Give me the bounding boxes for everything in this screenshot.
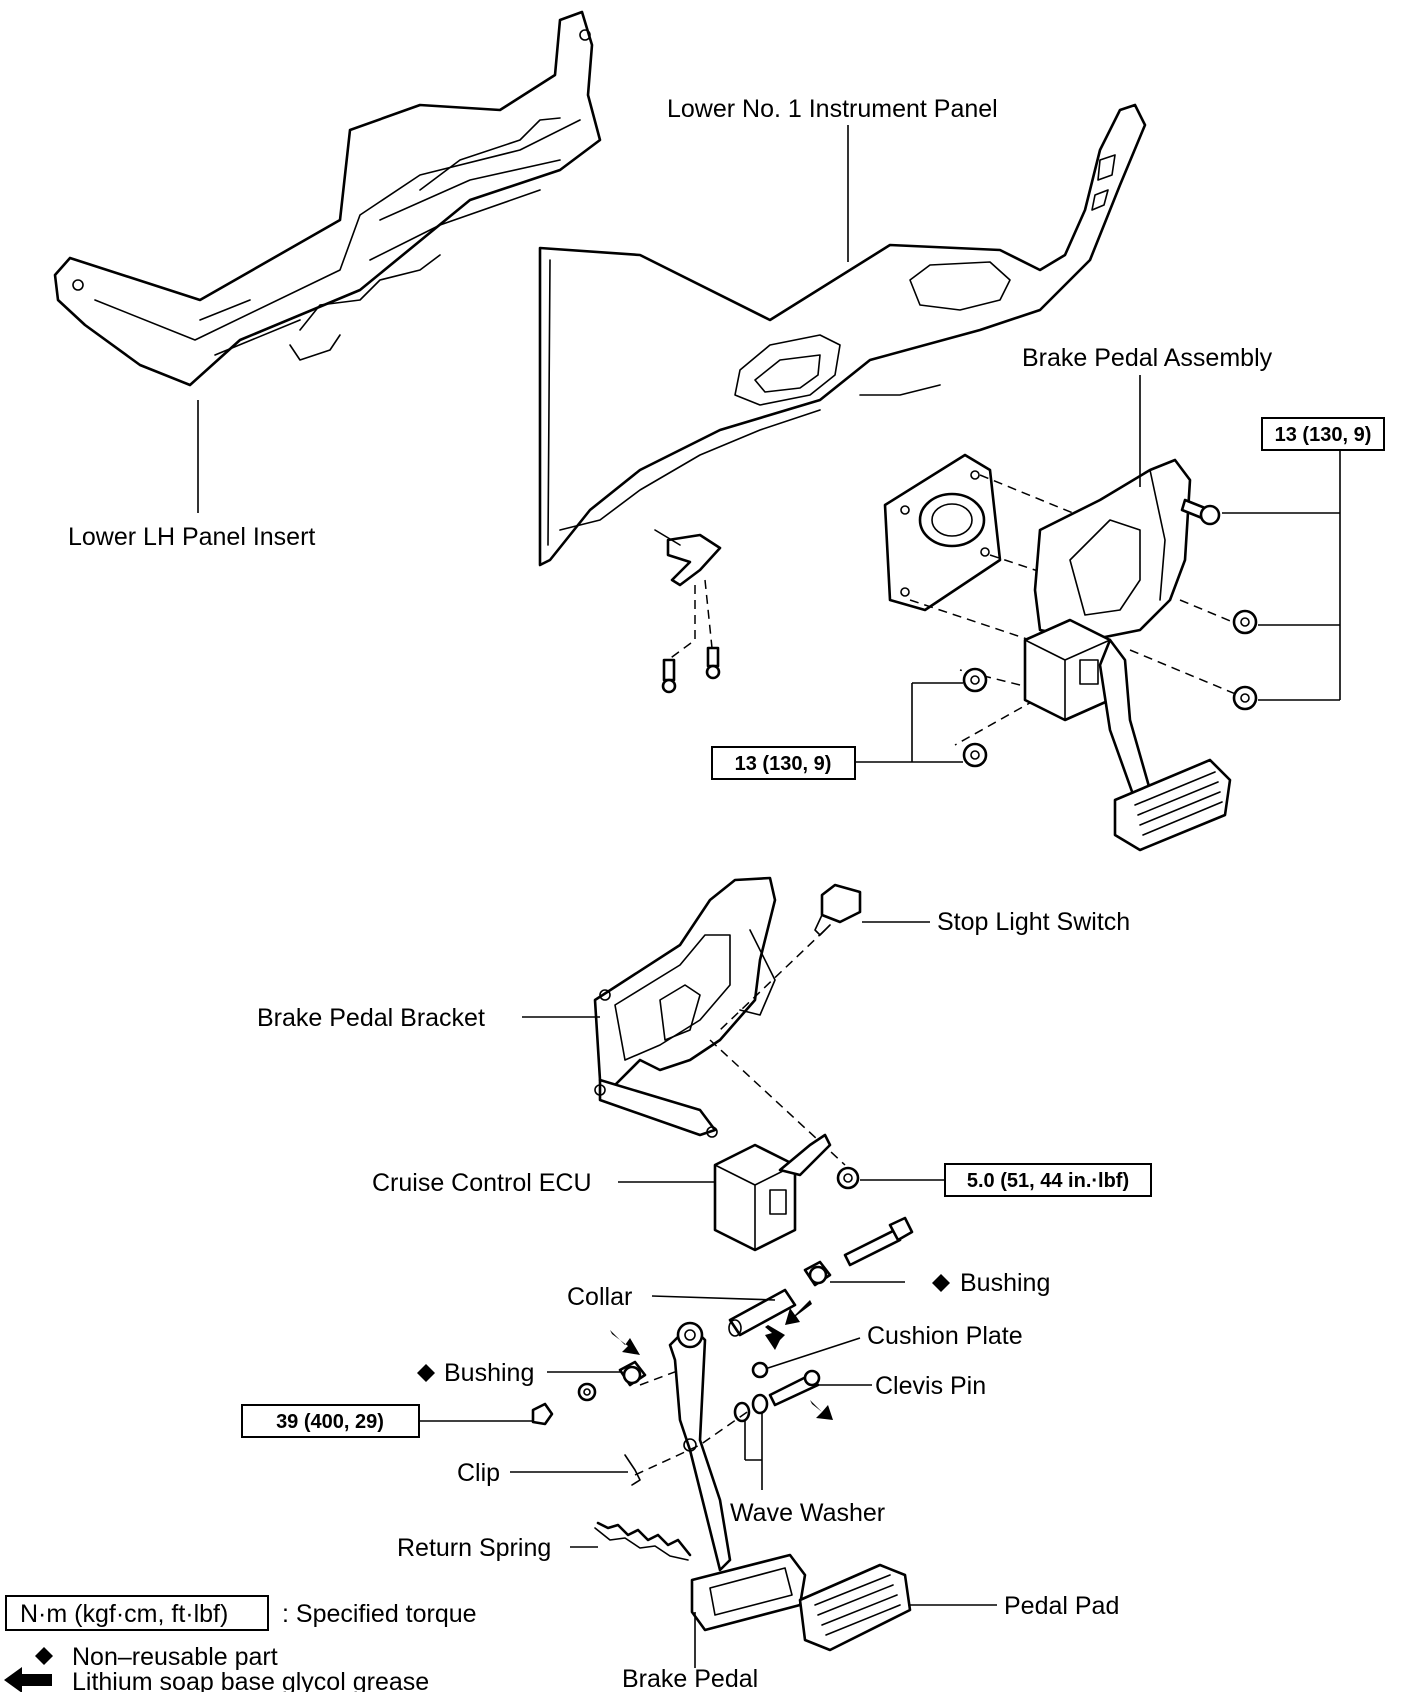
label-bushing-right: Bushing — [960, 1269, 1050, 1297]
torque-box-pedal: 39 (400, 29) — [241, 1404, 420, 1438]
label-pedal-pad: Pedal Pad — [1004, 1592, 1119, 1620]
legend: N·m (kgf·cm, ft·lbf) : Specified torque … — [4, 1595, 477, 1692]
label-wave-washer: Wave Washer — [730, 1499, 885, 1527]
torque-value: 39 (400, 29) — [276, 1411, 384, 1433]
label-stop-light-switch: Stop Light Switch — [937, 908, 1130, 936]
torque-value: 13 (130, 9) — [735, 753, 832, 775]
legend-torque-desc: : Specified torque — [282, 1600, 477, 1628]
torque-value: 13 (130, 9) — [1275, 424, 1372, 446]
non-reusable-diamond-icon — [417, 1364, 435, 1382]
label-cruise-control-ecu: Cruise Control ECU — [372, 1169, 592, 1197]
torque-value: 5.0 (51, 44 in.·lbf) — [967, 1170, 1129, 1192]
brake-pedal-assembly-drawing — [883, 453, 1258, 852]
torque-box-ecu: 5.0 (51, 44 in.·lbf) — [944, 1163, 1152, 1197]
torque-box-right: 13 (130, 9) — [1261, 417, 1385, 451]
non-reusable-diamond-icon — [932, 1274, 950, 1292]
legend-torque-unit: N·m (kgf·cm, ft·lbf) — [20, 1600, 228, 1628]
legend-non-reusable: Non–reusable part — [72, 1643, 278, 1671]
leader-lines — [197, 125, 1341, 1668]
brake-pedal-bracket-drawing — [593, 876, 862, 1252]
lower-lh-panel-insert-drawing — [53, 10, 602, 387]
brake-pedal-drawing — [531, 1216, 914, 1652]
label-return-spring: Return Spring — [397, 1534, 551, 1562]
label-brake-pedal-assembly: Brake Pedal Assembly — [1022, 344, 1273, 372]
grease-arrow-icon — [4, 1667, 52, 1692]
label-clevis-pin: Clevis Pin — [875, 1372, 986, 1400]
torque-box-left: 13 (130, 9) — [711, 746, 856, 780]
panel-bracket-screws-drawing — [654, 529, 722, 694]
label-brake-pedal: Brake Pedal — [622, 1665, 758, 1692]
non-reusable-diamond-icon — [35, 1647, 53, 1665]
label-cushion-plate: Cushion Plate — [867, 1322, 1023, 1350]
label-collar: Collar — [567, 1283, 632, 1311]
label-bushing-left: Bushing — [444, 1359, 534, 1387]
lower-no1-instrument-panel-drawing — [538, 103, 1147, 567]
label-brake-pedal-bracket: Brake Pedal Bracket — [257, 1004, 485, 1032]
label-lower-no1-instrument-panel: Lower No. 1 Instrument Panel — [667, 95, 998, 123]
label-lower-lh-panel-insert: Lower LH Panel Insert — [68, 523, 315, 551]
label-clip: Clip — [457, 1459, 500, 1487]
legend-grease: Lithium soap base glycol grease — [72, 1668, 429, 1692]
